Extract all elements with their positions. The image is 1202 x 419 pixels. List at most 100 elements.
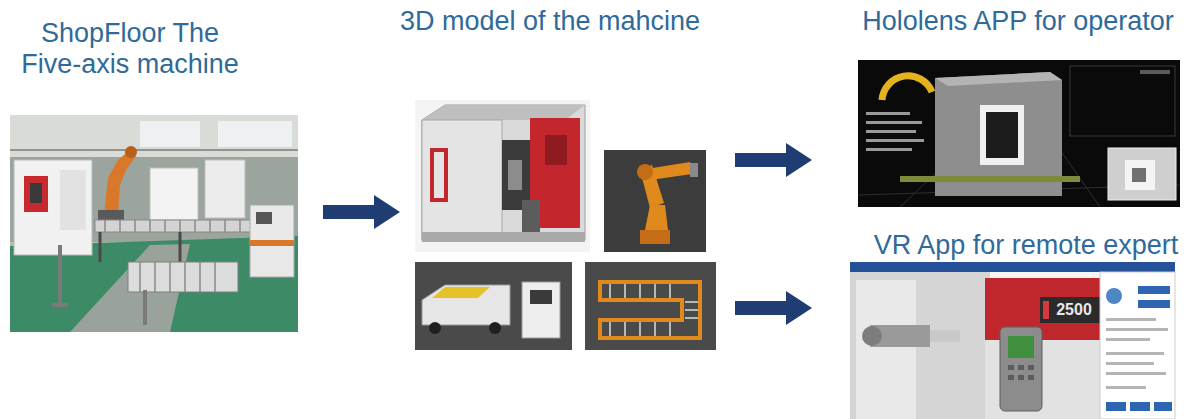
illustration-shape [1018, 365, 1024, 370]
illustration-shape [1008, 336, 1034, 358]
illustration-shape [1130, 402, 1150, 411]
illustration-shape [104, 220, 106, 232]
illustration-shape [150, 168, 198, 220]
illustration-shape [1140, 70, 1170, 74]
illustration-shape [654, 322, 656, 336]
illustration-shape [604, 150, 706, 252]
image-node: VR App for remote expert [812, 226, 1202, 419]
illustration-shape [164, 220, 166, 232]
illustration-shape [624, 322, 626, 336]
illustration-shape [214, 262, 216, 292]
block-arrow [735, 291, 812, 325]
illustration-shape [1028, 365, 1034, 370]
illustration-shape [95, 220, 265, 232]
illustration-shape [99, 232, 102, 262]
vr-app-screenshot [850, 262, 1175, 419]
illustration-shape [1106, 338, 1150, 341]
illustration-shape [1028, 375, 1034, 380]
illustration-shape [900, 176, 1080, 182]
agv-model [415, 262, 572, 350]
illustration-shape [250, 240, 294, 246]
illustration-shape [1040, 297, 1100, 323]
illustration-shape [1132, 168, 1146, 182]
illustration-shape [415, 100, 590, 252]
image-node: ShopFloor The Five-axis machine [5, 8, 323, 338]
illustration-shape [986, 112, 1018, 158]
illustration-shape [422, 285, 510, 325]
illustration-shape [850, 262, 1175, 419]
illustration-shape [119, 220, 121, 232]
image-heading: VR App for remote expert [852, 230, 1200, 261]
illustration-shape [140, 262, 215, 292]
shopfloor-photo [10, 115, 298, 332]
illustration-shape [645, 205, 668, 230]
illustration-shape [1000, 327, 1042, 411]
illustration-shape [685, 301, 698, 303]
illustration-shape [685, 317, 698, 319]
illustration-shape [866, 112, 910, 115]
illustration-shape [866, 112, 924, 151]
illustration-shape [639, 284, 641, 298]
illustration-shape [1108, 148, 1176, 200]
illustration-shape [862, 326, 882, 346]
illustration-shape [30, 183, 42, 203]
illustration-shape [60, 245, 145, 325]
illustration-shape [10, 149, 298, 151]
illustration-shape [669, 284, 671, 298]
illustration-shape [104, 150, 136, 215]
illustration-shape [1008, 375, 1014, 380]
illustration-shape [866, 121, 922, 124]
illustration-shape [58, 245, 62, 305]
illustration-shape [199, 262, 201, 292]
illustration-shape [149, 220, 151, 232]
illustration-shape [609, 322, 611, 336]
image-node: Hololens APP for operator [812, 0, 1200, 212]
conveyor-model [585, 262, 716, 350]
illustration-shape [184, 262, 186, 292]
illustration-shape [585, 262, 716, 350]
illustration-shape [224, 220, 226, 232]
illustration-shape [24, 176, 48, 212]
illustration-shape [14, 160, 92, 255]
illustration-shape [105, 220, 240, 232]
illustration-shape [125, 146, 137, 158]
illustration-shape [429, 322, 441, 334]
illustration-shape [154, 262, 156, 292]
robot-model [604, 150, 706, 252]
illustration-shape [422, 105, 585, 120]
illustration-shape [256, 212, 272, 224]
illustration-shape [179, 220, 181, 232]
illustration-shape [415, 262, 572, 350]
block-arrow [735, 143, 812, 177]
image-heading: ShopFloor The Five-axis machine [15, 18, 245, 80]
illustration-shape [640, 230, 670, 244]
illustration-shape [866, 130, 916, 133]
display-reading: 2500 [1049, 299, 1099, 321]
illustration-shape [1043, 301, 1049, 319]
illustration-shape [1018, 375, 1024, 380]
illustration-shape [134, 220, 136, 232]
illustration-shape [639, 322, 641, 336]
illustration-shape [1138, 286, 1170, 294]
illustration-shape [489, 322, 501, 334]
illustration-shape [143, 290, 147, 325]
illustration-shape [1125, 160, 1155, 190]
illustration-shape [1106, 352, 1164, 355]
illustration-shape [1106, 288, 1122, 304]
illustration-shape [637, 164, 653, 180]
illustration-shape [1106, 372, 1166, 375]
illustration-shape [610, 284, 698, 336]
illustration-shape [600, 282, 700, 338]
illustration-shape [432, 287, 490, 298]
illustration-shape [218, 121, 292, 147]
illustration-shape [422, 232, 585, 242]
machine-model [415, 100, 590, 252]
illustration-shape [250, 205, 294, 277]
illustration-shape [128, 262, 238, 292]
illustration-shape [654, 284, 656, 298]
illustration-shape [139, 262, 141, 292]
illustration-shape [866, 148, 912, 151]
illustration-shape [1138, 300, 1170, 308]
